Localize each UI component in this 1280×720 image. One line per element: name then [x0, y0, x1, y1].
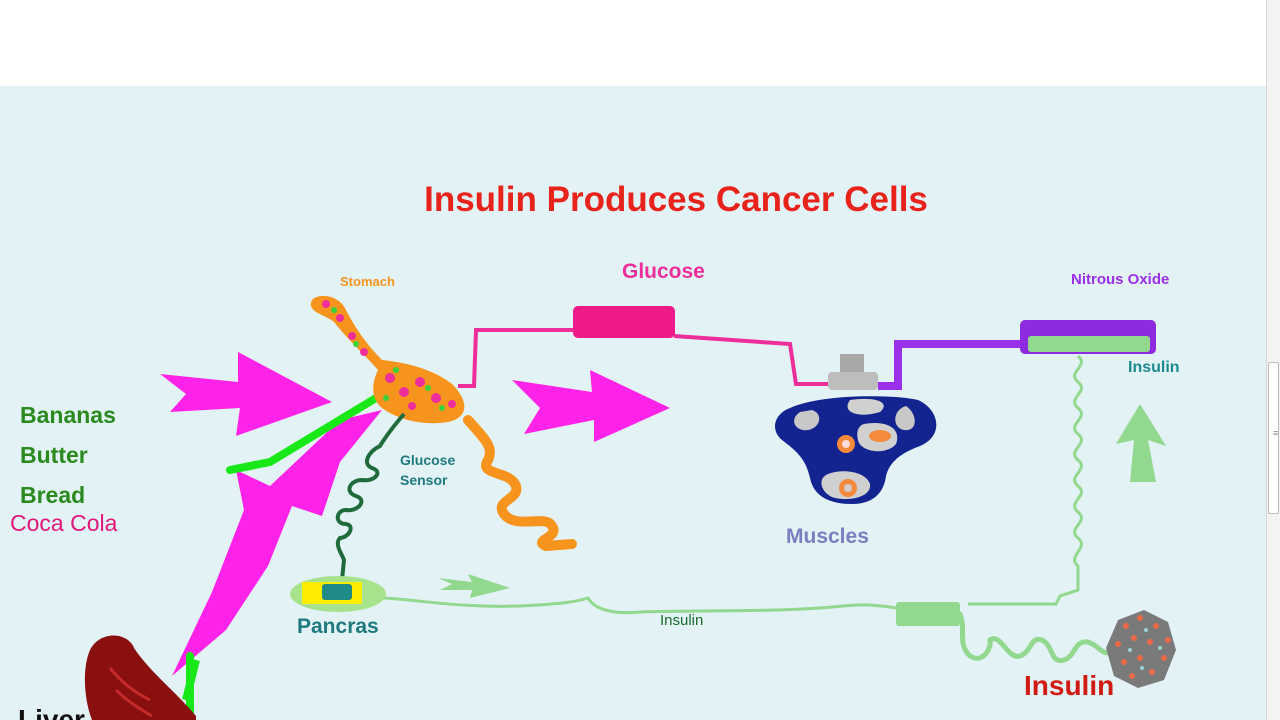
- up-arrow-icon: [172, 410, 382, 676]
- liver-label: Liver: [18, 704, 85, 720]
- right-arrow-icon: [160, 352, 332, 436]
- cancer-cell-icon: [1106, 610, 1176, 688]
- glucose-sensor-label-line2: Sensor: [400, 472, 448, 488]
- liver-icon: [84, 635, 196, 720]
- stomach-green-dots: [331, 307, 445, 411]
- glucose-sensor-coil: [335, 412, 406, 581]
- up-arrow-icon: [1116, 404, 1166, 482]
- glucose-sensor-label-line1: Glucose: [400, 452, 456, 468]
- nitrous-oxide-label: Nitrous Oxide: [1071, 271, 1170, 288]
- top-band: [0, 0, 1266, 86]
- insulin-coil-right: [968, 354, 1083, 606]
- glucose-line: [458, 328, 828, 388]
- liver-texture: [108, 667, 153, 718]
- insulin-coil-bottom: [957, 611, 1115, 664]
- stomach-icon: [310, 295, 465, 424]
- insulin-receptor-box: [1028, 336, 1150, 352]
- right-arrow-icon: [512, 370, 670, 442]
- nitrous-oxide-line: [878, 340, 1024, 390]
- food-coca-cola: Coca Cola: [10, 510, 118, 536]
- insulin-right-label: Insulin: [1128, 359, 1180, 376]
- muscles-label: Muscles: [786, 525, 869, 548]
- glucose-box: [573, 306, 675, 338]
- green-link: [182, 659, 200, 701]
- right-arrow-icon: [438, 574, 510, 598]
- scrollbar-thumb[interactable]: [1268, 362, 1279, 514]
- food-butter: Butter: [20, 442, 88, 468]
- glucose-label: Glucose: [622, 260, 705, 283]
- muscle-cell-icon: [775, 354, 937, 504]
- food-bread: Bread: [20, 482, 86, 508]
- stomach-label: Stomach: [340, 274, 395, 289]
- insulin-box: [896, 602, 960, 626]
- food-bananas: Bananas: [20, 402, 116, 428]
- insulin-line-main: [383, 596, 897, 615]
- insulin-middle-label: Insulin: [660, 612, 704, 629]
- pancras-label: Pancras: [297, 615, 379, 638]
- scrollbar-grip-icon: ≡: [1273, 428, 1279, 438]
- stomach-dots: [322, 300, 456, 410]
- insulin-bottom-label: Insulin: [1024, 670, 1115, 701]
- intestine-squiggle: [463, 415, 577, 552]
- vertical-scrollbar[interactable]: [1266, 0, 1280, 720]
- page-title: Insulin Produces Cancer Cells: [424, 180, 928, 219]
- pancreas-icon: [290, 576, 386, 612]
